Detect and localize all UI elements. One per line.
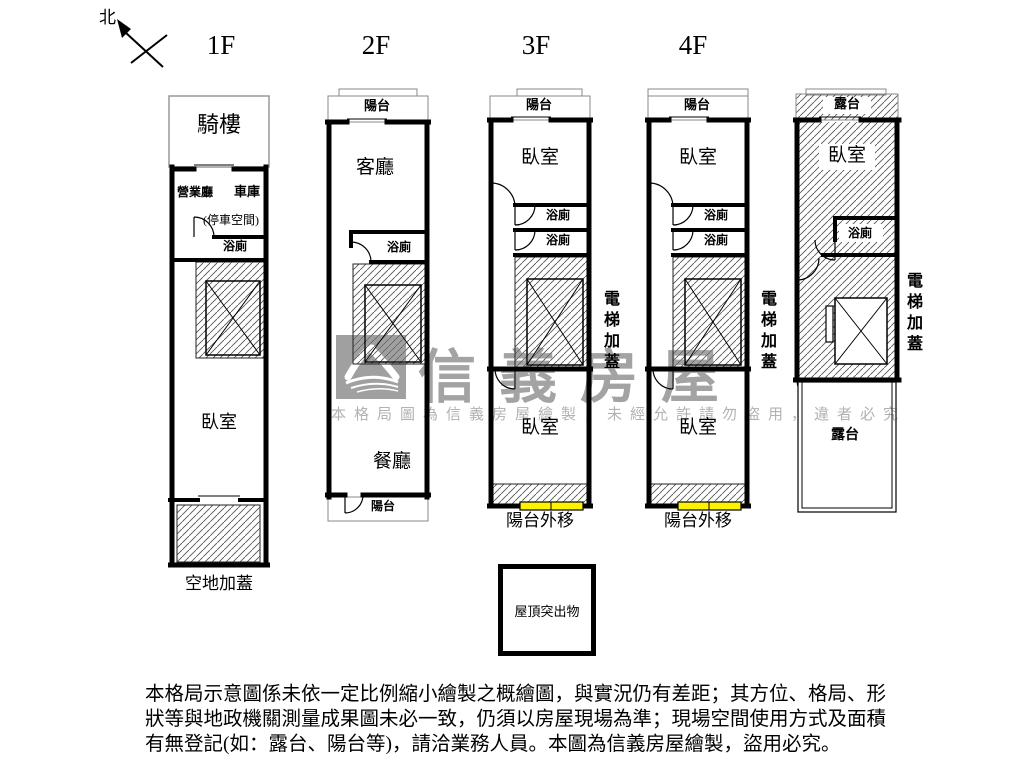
label-balcony-shifted-4f: 陽台外移 (664, 511, 732, 530)
plan-3f: 陽台 臥室 浴廁 浴廁 臥室 陽台外移 (487, 88, 593, 550)
floor-label-3f: 3F (521, 30, 551, 60)
floor-label-4f: 4F (678, 30, 708, 60)
room-label-parking-note: (停車空間) (203, 213, 259, 227)
room-label-living: 客廳 (355, 157, 395, 178)
room-label-arcade: 騎樓 (196, 112, 242, 137)
label-elevator-addition-4f: 電梯加蓋 (758, 290, 775, 374)
floor-label-1f: 1F (206, 30, 236, 60)
room-label-bath2-3f: 浴廁 (545, 233, 571, 247)
plan-3f-drawing (487, 88, 593, 511)
disclaimer-line-2: 狀等與地政機關測量成果圖未必一致，仍須以房屋現場為準；現場空間使用方式及面積 (145, 709, 887, 730)
room-label-bedroom-1f: 臥室 (201, 412, 237, 432)
plan-roof-drawing (793, 88, 902, 513)
plan-2f: 陽台 客廳 浴廁 餐廳 陽台 (325, 88, 431, 538)
room-label-balcony-top-3f: 陽台 (525, 97, 553, 112)
plan-1f: 騎樓 營業廳 車庫 (停車空間) 浴廁 臥室 空地加蓋 (168, 95, 270, 610)
room-label-terrace-front: 露台 (833, 96, 861, 111)
room-label-balcony-top-4f: 陽台 (683, 97, 711, 112)
room-label-bath1-4f: 浴廁 (703, 208, 729, 222)
room-label-bedroom-rear-4f: 臥室 (678, 417, 718, 438)
room-label-bath-2f: 浴廁 (386, 240, 412, 254)
label-balcony-shifted-3f: 陽台外移 (506, 511, 574, 530)
room-label-dining: 餐廳 (372, 451, 412, 472)
room-label-bath-1f: 浴廁 (222, 239, 248, 253)
label-elevator-addition-roof: 電梯加蓋 (904, 272, 921, 356)
room-label-bedroom-roof: 臥室 (827, 145, 867, 166)
plan-4f: 陽台 臥室 浴廁 浴廁 臥室 陽台外移 (645, 88, 751, 550)
room-label-bedroom-front-3f: 臥室 (520, 147, 560, 168)
room-label-bedroom-rear-3f: 臥室 (520, 417, 560, 438)
plan-4f-drawing (645, 88, 751, 511)
room-label-business-hall: 營業廳 (176, 185, 214, 199)
label-roof-protrusion: 屋頂突出物 (514, 603, 580, 619)
room-label-balcony-bottom-2f: 陽台 (370, 499, 396, 513)
label-elevator-addition-3f: 電梯加蓋 (601, 290, 618, 374)
room-label-garage: 車庫 (233, 184, 261, 199)
room-label-bedroom-front-4f: 臥室 (678, 147, 718, 168)
plan-1f-drawing (168, 95, 270, 568)
room-label-terrace-rear: 露台 (831, 428, 859, 443)
disclaimer-text: 本格局示意圖係未依一定比例縮小繪製之概繪圖，與實況仍有差距；其方位、格局、形 狀… (145, 682, 915, 757)
room-label-bath1-3f: 浴廁 (545, 208, 571, 222)
roof-protrusion-box: 屋頂突出物 (498, 564, 596, 656)
room-label-bath2-4f: 浴廁 (703, 233, 729, 247)
room-label-balcony-top-2f: 陽台 (363, 98, 391, 113)
plan-roof: 露台 臥室 浴廁 露台 (793, 88, 905, 530)
pattern-defs (0, 0, 1, 1)
label-ground-addition: 空地加蓋 (185, 574, 253, 593)
north-label: 北 (99, 8, 116, 27)
north-arrow-icon (117, 19, 168, 68)
disclaimer-line-1: 本格局示意圖係未依一定比例縮小繪製之概繪圖，與實況仍有差距；其方位、格局、形 (145, 684, 887, 705)
room-label-bath-roof: 浴廁 (847, 226, 873, 240)
floor-label-2f: 2F (361, 30, 391, 60)
disclaimer-line-3: 有無登記(如：露台、陽台等)，請洽業務人員。本圖為信義房屋繪製，盜用必究。 (145, 734, 841, 755)
